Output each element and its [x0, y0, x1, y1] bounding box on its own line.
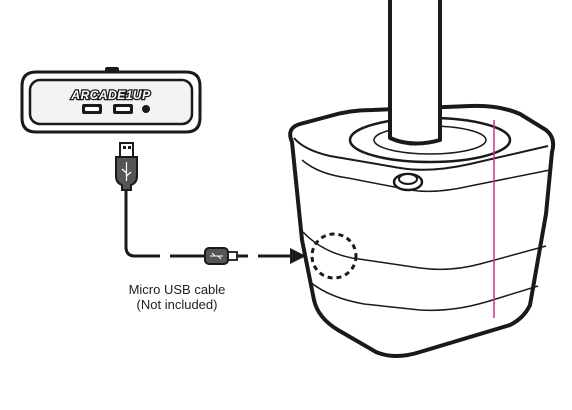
joystick-base: [288, 0, 556, 358]
usb-port-left: [82, 104, 102, 114]
cable-label-line1: Micro USB cable: [128, 282, 226, 297]
base-button: [392, 172, 424, 192]
micro-usb-plug: [204, 247, 238, 265]
insert-arrow-icon: [280, 248, 306, 264]
arcade1up-logo: ARCADE1UP: [70, 88, 151, 102]
power-jack-icon: [142, 105, 150, 113]
usb-hub-device: ARCADE1UP: [20, 67, 202, 134]
usb-symbol-icon: [121, 162, 132, 181]
usb-port-right: [113, 104, 133, 114]
usb-cable: [124, 190, 280, 258]
usb-a-plug: [115, 142, 138, 191]
cable-label: Micro USB cable (Not included): [112, 282, 242, 312]
micro-usb-port-highlight: [310, 232, 358, 280]
cable-label-line2: (Not included): [136, 297, 218, 312]
